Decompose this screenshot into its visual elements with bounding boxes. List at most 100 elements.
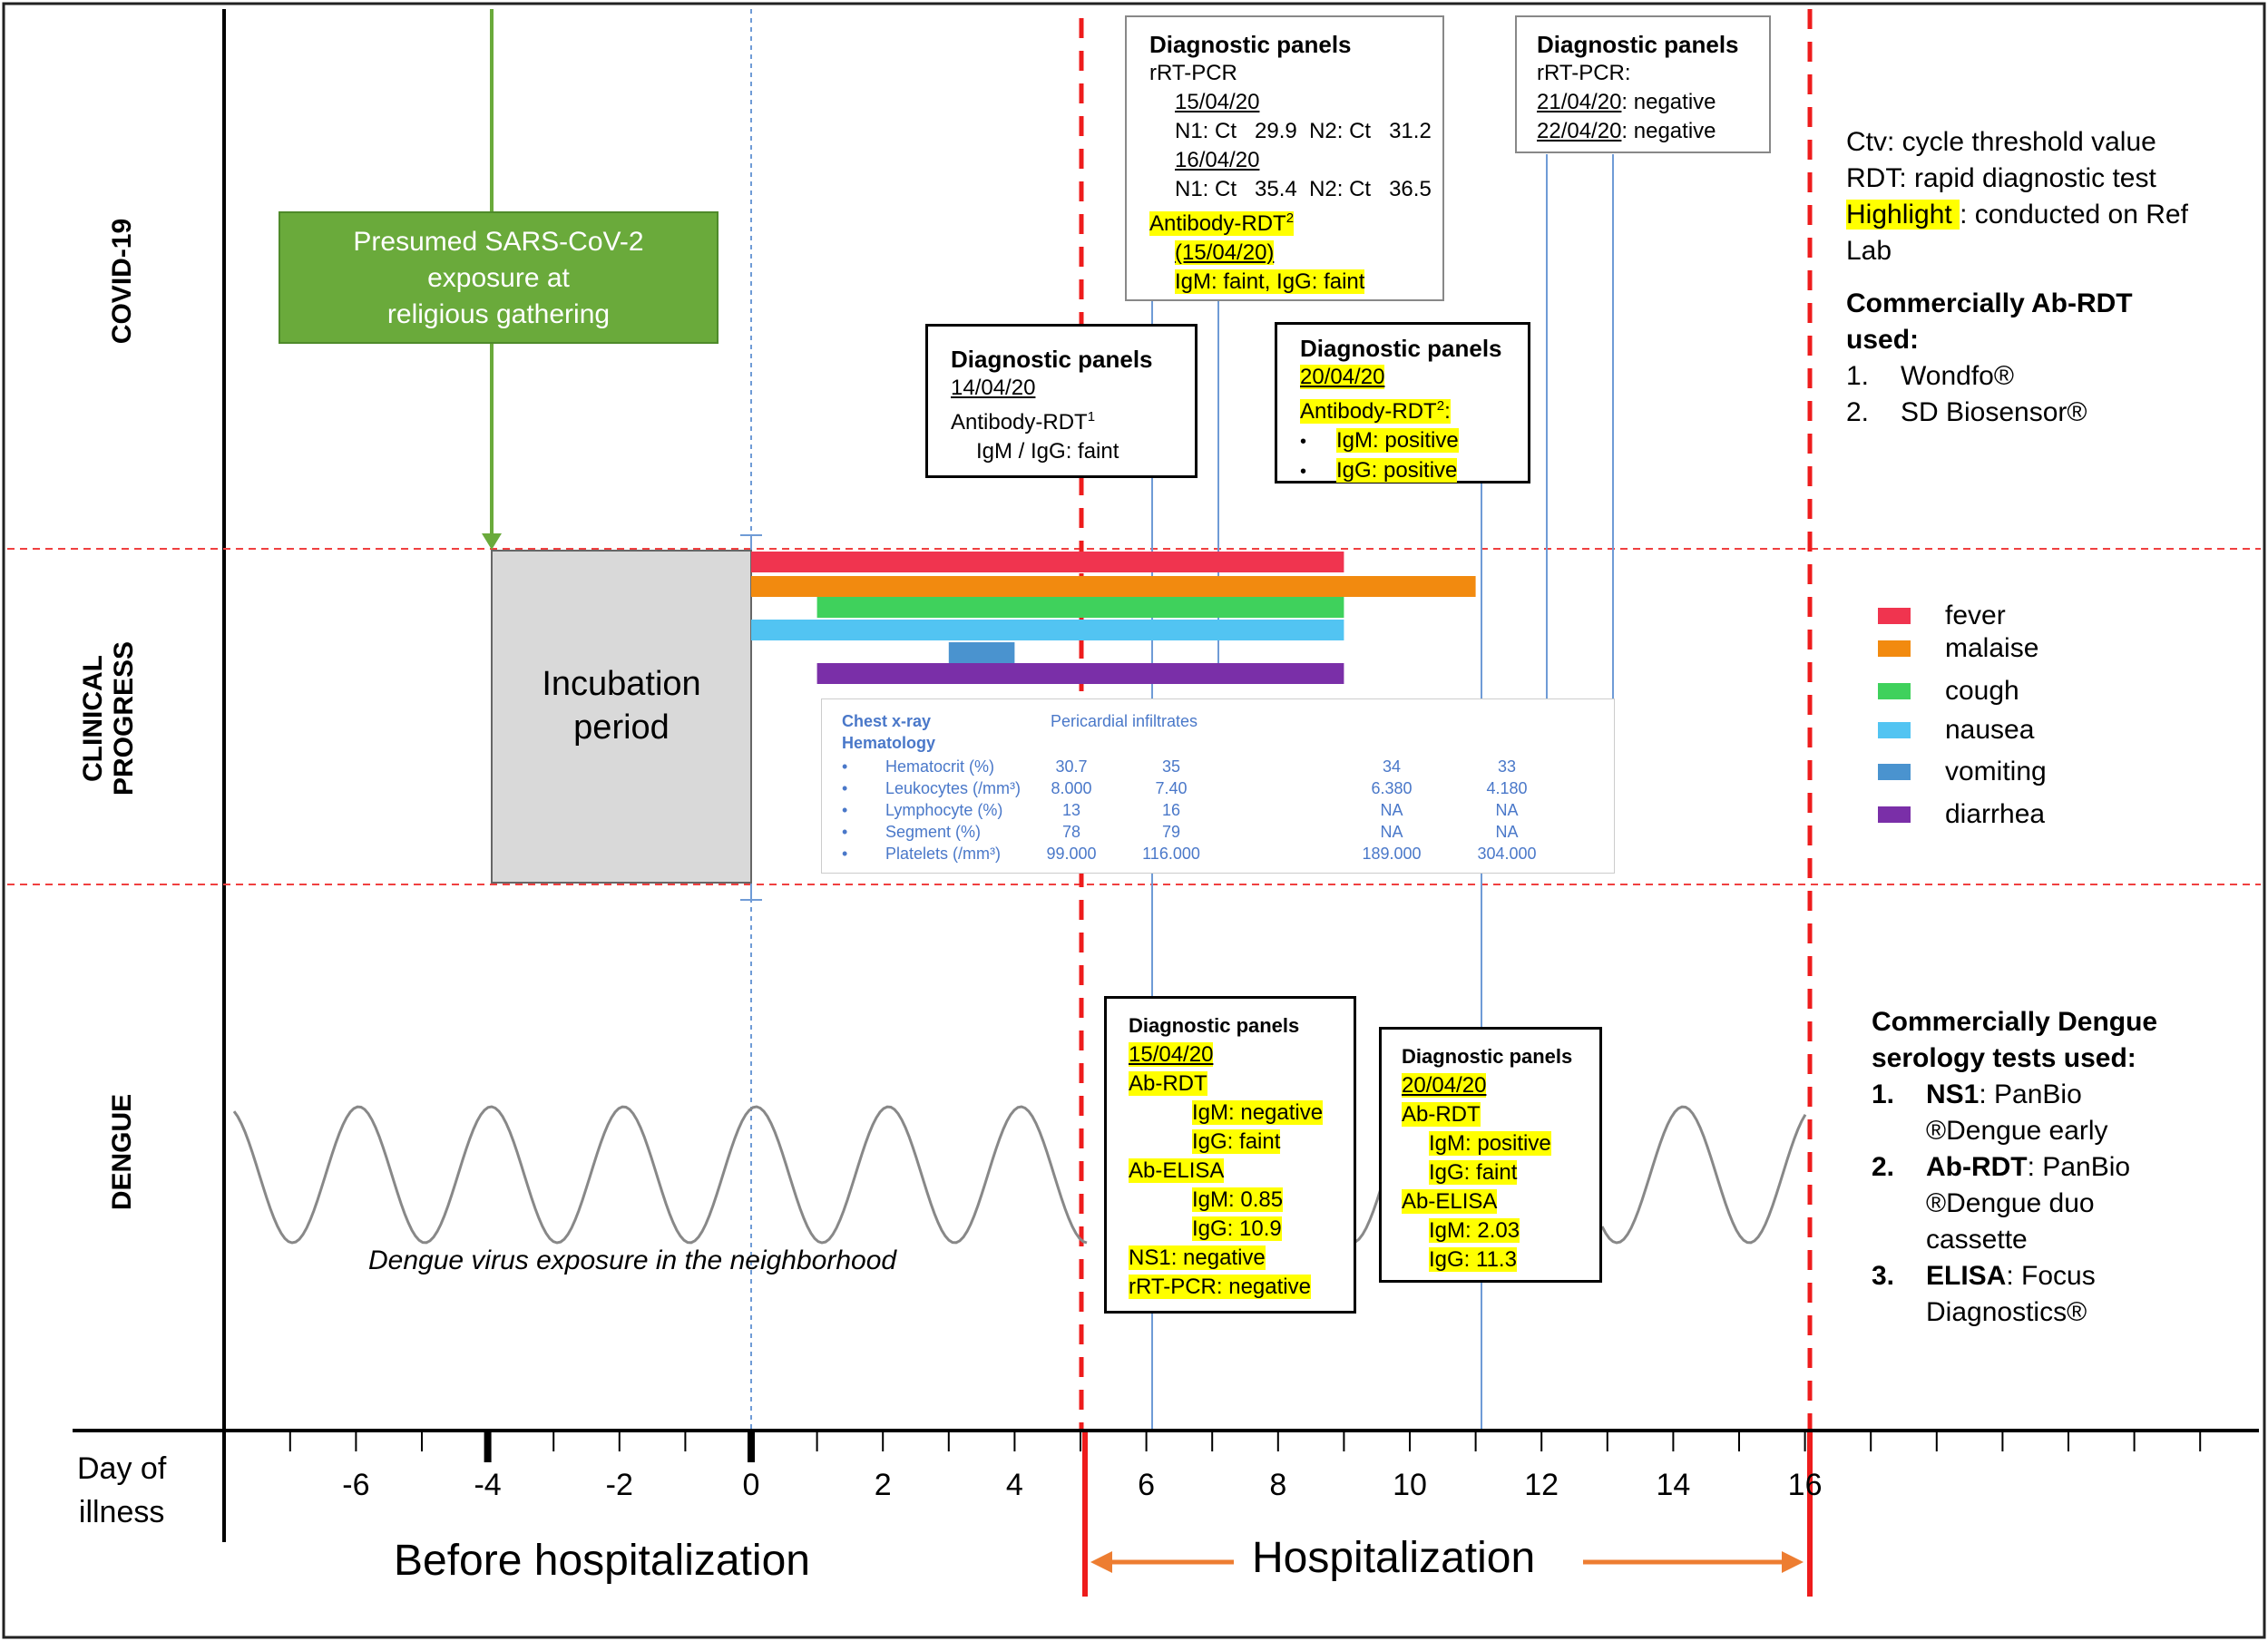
covid-panel-4-method: rRT-PCR: <box>1537 61 1631 85</box>
symptom-bars <box>751 552 1476 684</box>
dengue-exposure-label: Dengue virus exposure in the neighborhoo… <box>368 1245 897 1275</box>
symptom-legend-item: cough <box>1878 676 2019 707</box>
axis-tick-label: 4 <box>1005 1468 1023 1502</box>
lab-cell: Leukocytes (/mm³) <box>885 779 1022 797</box>
symptom-bar-malaise <box>751 576 1476 597</box>
symptom-legend-item: malaise <box>1878 633 2038 664</box>
symptom-swatch <box>1878 608 1911 624</box>
axis-tick-label: 14 <box>1656 1468 1691 1502</box>
dengue-panel-2-igg-elisa: IgG: 11.3 <box>1429 1247 1517 1272</box>
dengue-panel-2-date: 20/04/20 <box>1402 1073 1487 1098</box>
dengue-panel-1-igm-rdt: IgM: negative <box>1192 1100 1324 1125</box>
symptom-swatch <box>1878 806 1911 823</box>
lab-cell: 99.000 <box>1046 845 1097 863</box>
axis-tick-label: 16 <box>1787 1468 1823 1502</box>
symptom-swatch <box>1878 764 1911 780</box>
lab-cell: 4.180 <box>1486 779 1528 797</box>
lab-cell: • <box>842 779 848 797</box>
dengue-panel-1-igm-elisa: IgM: 0.85 <box>1192 1187 1284 1212</box>
legend-item-2: 2.SD Biosensor® <box>1846 397 2087 427</box>
symptom-swatch <box>1878 640 1911 657</box>
symptom-bar-fever <box>751 552 1344 572</box>
lab-cell: • <box>842 757 848 776</box>
lab-cell: 34 <box>1382 757 1402 776</box>
covid-panel-4-row1: 21/04/20: negative <box>1537 90 1716 114</box>
axis-label: Day of illness <box>77 1451 167 1529</box>
covid-panel-1-title: Diagnostic panels <box>951 346 1153 373</box>
hospitalization-label: Hospitalization <box>1252 1534 1536 1582</box>
covid-panel-3-igg: IgG: positive <box>1336 458 1458 483</box>
dengue-panel-2-igg-rdt: IgG: faint <box>1429 1160 1518 1185</box>
dengue-panel-1-pcr: rRT-PCR: negative <box>1129 1275 1311 1299</box>
lab-cell: 30.7 <box>1055 757 1088 776</box>
covid-panel-3-test: Antibody-RDT2: <box>1300 398 1451 424</box>
covid-panel-3-title: Diagnostic panels <box>1300 335 1502 362</box>
symptom-legend-label: cough <box>1945 676 2019 706</box>
dengue-panel-1-title: Diagnostic panels <box>1129 1014 1300 1037</box>
section-label-covid: COVID-19 <box>107 218 137 345</box>
lab-cell: 304.000 <box>1477 845 1537 863</box>
exposure-line-3: religious gathering <box>386 299 611 329</box>
dengue-panel-1-abelisa: Ab-ELISA <box>1129 1158 1225 1183</box>
day-axis-ticks <box>288 1431 2202 1462</box>
lab-cell: • <box>842 823 848 841</box>
dengue-panel-2: Diagnostic panels 20/04/20 Ab-RDT IgM: p… <box>1379 1027 1602 1283</box>
axis-tick-label: -4 <box>474 1468 502 1502</box>
lab-cell: Platelets (/mm³) <box>885 845 1002 863</box>
exposure-box: Presumed SARS-CoV-2 exposure at religiou… <box>279 211 719 344</box>
lab-cell: NA <box>1495 823 1519 841</box>
symptom-legend-item: vomiting <box>1878 757 2047 787</box>
axis-tick-label: 10 <box>1393 1468 1427 1502</box>
covid-panel-2-date1: 15/04/20 <box>1175 90 1260 114</box>
axis-tick-label: 12 <box>1524 1468 1559 1502</box>
dengue-panel-2-igm-rdt: IgM: positive <box>1429 1131 1551 1156</box>
symptom-legend-label: fever <box>1945 601 2006 630</box>
dengue-panel-1-date: 15/04/20 <box>1129 1042 1214 1067</box>
legend-highlight: Highlight : conducted on Ref <box>1846 200 2188 230</box>
dengue-panel-1-abrdt: Ab-RDT <box>1129 1071 1207 1096</box>
dengue-panel-1-igg-elisa: IgG: 10.9 <box>1192 1216 1282 1241</box>
lab-cell: 78 <box>1061 823 1081 841</box>
axis-tick-label: -6 <box>342 1468 370 1502</box>
dengue-panel-2-abrdt: Ab-RDT <box>1402 1102 1481 1127</box>
symptom-legend-label: diarrhea <box>1945 799 2046 829</box>
exposure-arrowhead <box>482 533 502 550</box>
incubation-label: Incubation period <box>542 665 701 747</box>
lab-cell: Segment (%) <box>885 823 982 841</box>
lab-cell: NA <box>1495 801 1519 819</box>
axis-tick-label: 6 <box>1138 1468 1156 1502</box>
covid-legend: Ctv: cycle threshold value RDT: rapid di… <box>1846 124 2245 431</box>
lab-cell: 35 <box>1161 757 1181 776</box>
symptom-bar-diarrhea <box>816 663 1344 684</box>
lab-cell: Lymphocyte (%) <box>885 801 1003 819</box>
lab-cell: • <box>842 801 848 819</box>
covid-panel-4: Diagnostic panels rRT-PCR: 21/04/20: neg… <box>1515 15 1771 153</box>
covid-panel-2-ab-result: IgM: faint, IgG: faint <box>1175 269 1365 294</box>
lab-cell: 13 <box>1061 801 1081 819</box>
dengue-panel-2-title: Diagnostic panels <box>1402 1045 1573 1068</box>
exposure-line-2: exposure at <box>427 263 570 293</box>
dengue-panel-2-abelisa: Ab-ELISA <box>1402 1189 1498 1214</box>
covid-panel-3: Diagnostic panels 20/04/20 Antibody-RDT2… <box>1275 322 1530 484</box>
covid-panel-3-igm: IgM: positive <box>1336 428 1459 453</box>
legend-rdt: RDT: rapid diagnostic test <box>1846 163 2156 193</box>
covid-panel-2-ab-date: (15/04/20) <box>1175 240 1275 265</box>
lab-cell: 189.000 <box>1362 845 1422 863</box>
dengue-panel-1-igg-rdt: IgG: faint <box>1192 1129 1281 1154</box>
incubation-block <box>491 550 752 884</box>
symptom-legend-item: nausea <box>1878 715 2034 746</box>
lab-cell: 116.000 <box>1142 845 1200 863</box>
lab-cell: • <box>842 845 848 863</box>
covid-panel-4-row2: 22/04/20: negative <box>1537 119 1716 143</box>
covid-panel-2-method: rRT-PCR <box>1149 61 1237 85</box>
axis-tick-label: 2 <box>874 1468 892 1502</box>
covid-panel-2-ab-test: Antibody-RDT2 <box>1149 210 1295 236</box>
before-hospitalization-label: Before hospitalization <box>394 1537 810 1585</box>
covid-panel-2-ct2: N1: Ct 35.4 N2: Ct 36.5 <box>1175 177 1432 201</box>
covid-panel-1-result: IgM / IgG: faint <box>976 439 1119 464</box>
axis-tick-label: -2 <box>605 1468 633 1502</box>
lab-cell: 7.40 <box>1155 779 1188 797</box>
